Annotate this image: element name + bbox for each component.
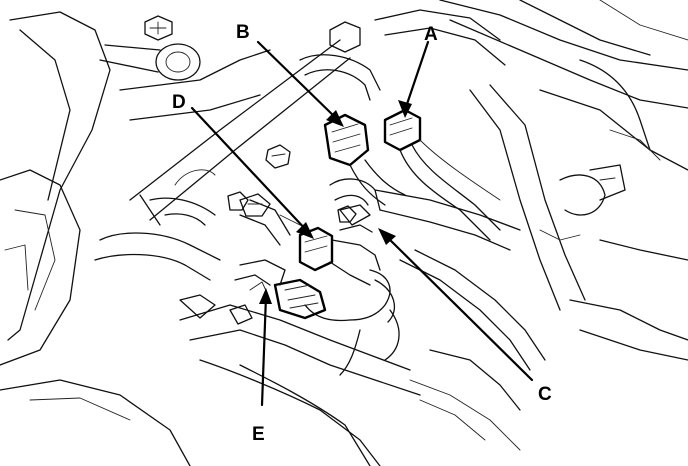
callout-b: B xyxy=(236,22,250,43)
wiring-harness xyxy=(304,269,400,376)
right-structure xyxy=(469,84,688,361)
coolant-hose xyxy=(329,178,546,371)
connector-a xyxy=(383,108,501,241)
callout-c: C xyxy=(538,384,552,405)
intake-runner xyxy=(94,193,271,281)
callout-d: D xyxy=(172,92,186,113)
connector-b xyxy=(323,113,406,206)
leader-line-e xyxy=(259,288,272,407)
small-bolts xyxy=(227,144,357,223)
lower-exhaust-pipe xyxy=(179,294,521,466)
leader-line-a xyxy=(398,40,430,118)
connector-d xyxy=(239,199,381,286)
callout-a: A xyxy=(424,24,438,45)
cylinder-component xyxy=(99,43,271,121)
callout-e: E xyxy=(252,424,265,445)
bolt-icon xyxy=(144,15,173,41)
leader-line-c xyxy=(378,228,534,382)
fuel-rail xyxy=(129,39,351,226)
engine-block-outline xyxy=(0,11,191,466)
leader-line-d xyxy=(190,106,314,239)
leader-line-b xyxy=(256,40,344,127)
upper-pipes xyxy=(299,0,688,151)
